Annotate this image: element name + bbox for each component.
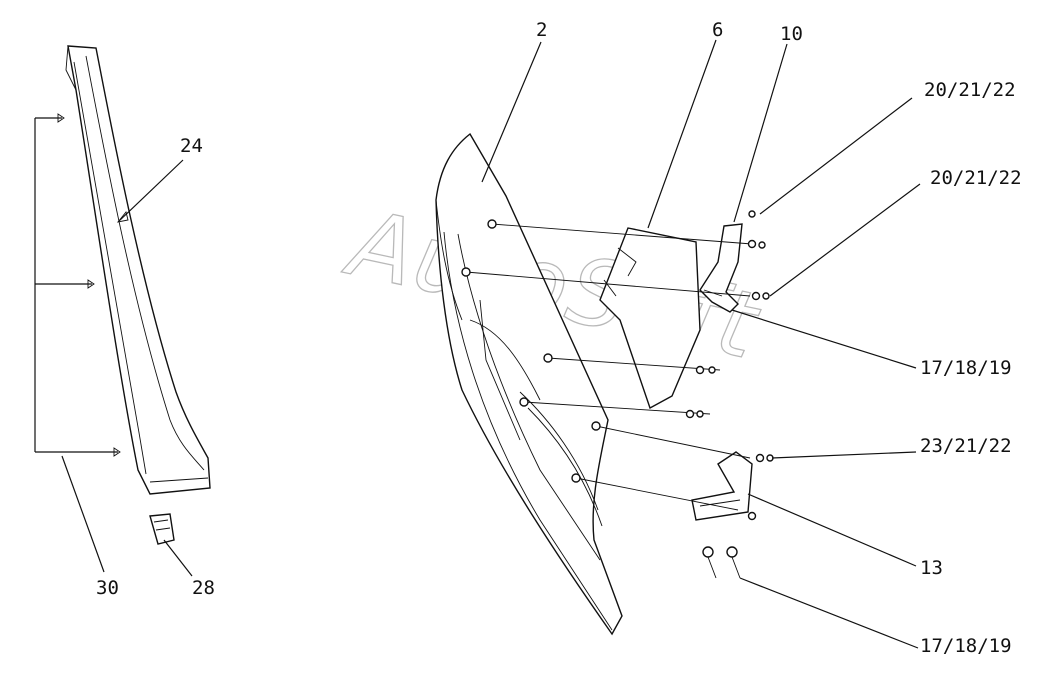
screws (461, 210, 774, 579)
callout-6: 6 (712, 19, 723, 41)
callout-10: 10 (780, 23, 803, 45)
callout-20-21-22-mid: 20/21/22 (930, 167, 1022, 189)
trim-panel-24 (65, 45, 211, 495)
callout-13: 13 (920, 557, 943, 579)
bracket-13 (691, 451, 753, 521)
clip-28 (149, 513, 193, 577)
callout-28: 28 (192, 577, 215, 599)
callout-2: 2 (536, 19, 547, 41)
bracket-6 (599, 227, 701, 410)
callout-17-18-19-mid: 17/18/19 (920, 357, 1012, 379)
leader-24 (117, 159, 184, 223)
main-panel-2 (435, 132, 623, 636)
fastener-lines (465, 223, 753, 511)
leaders (481, 39, 921, 649)
callout-30: 30 (96, 577, 119, 599)
callout-17-18-19-bottom: 17/18/19 (920, 635, 1012, 657)
clip-bracket-30 (34, 113, 121, 573)
callout-24: 24 (180, 135, 203, 157)
callout-23-21-22: 23/21/22 (920, 435, 1012, 457)
callout-20-21-22-top: 20/21/22 (924, 79, 1016, 101)
